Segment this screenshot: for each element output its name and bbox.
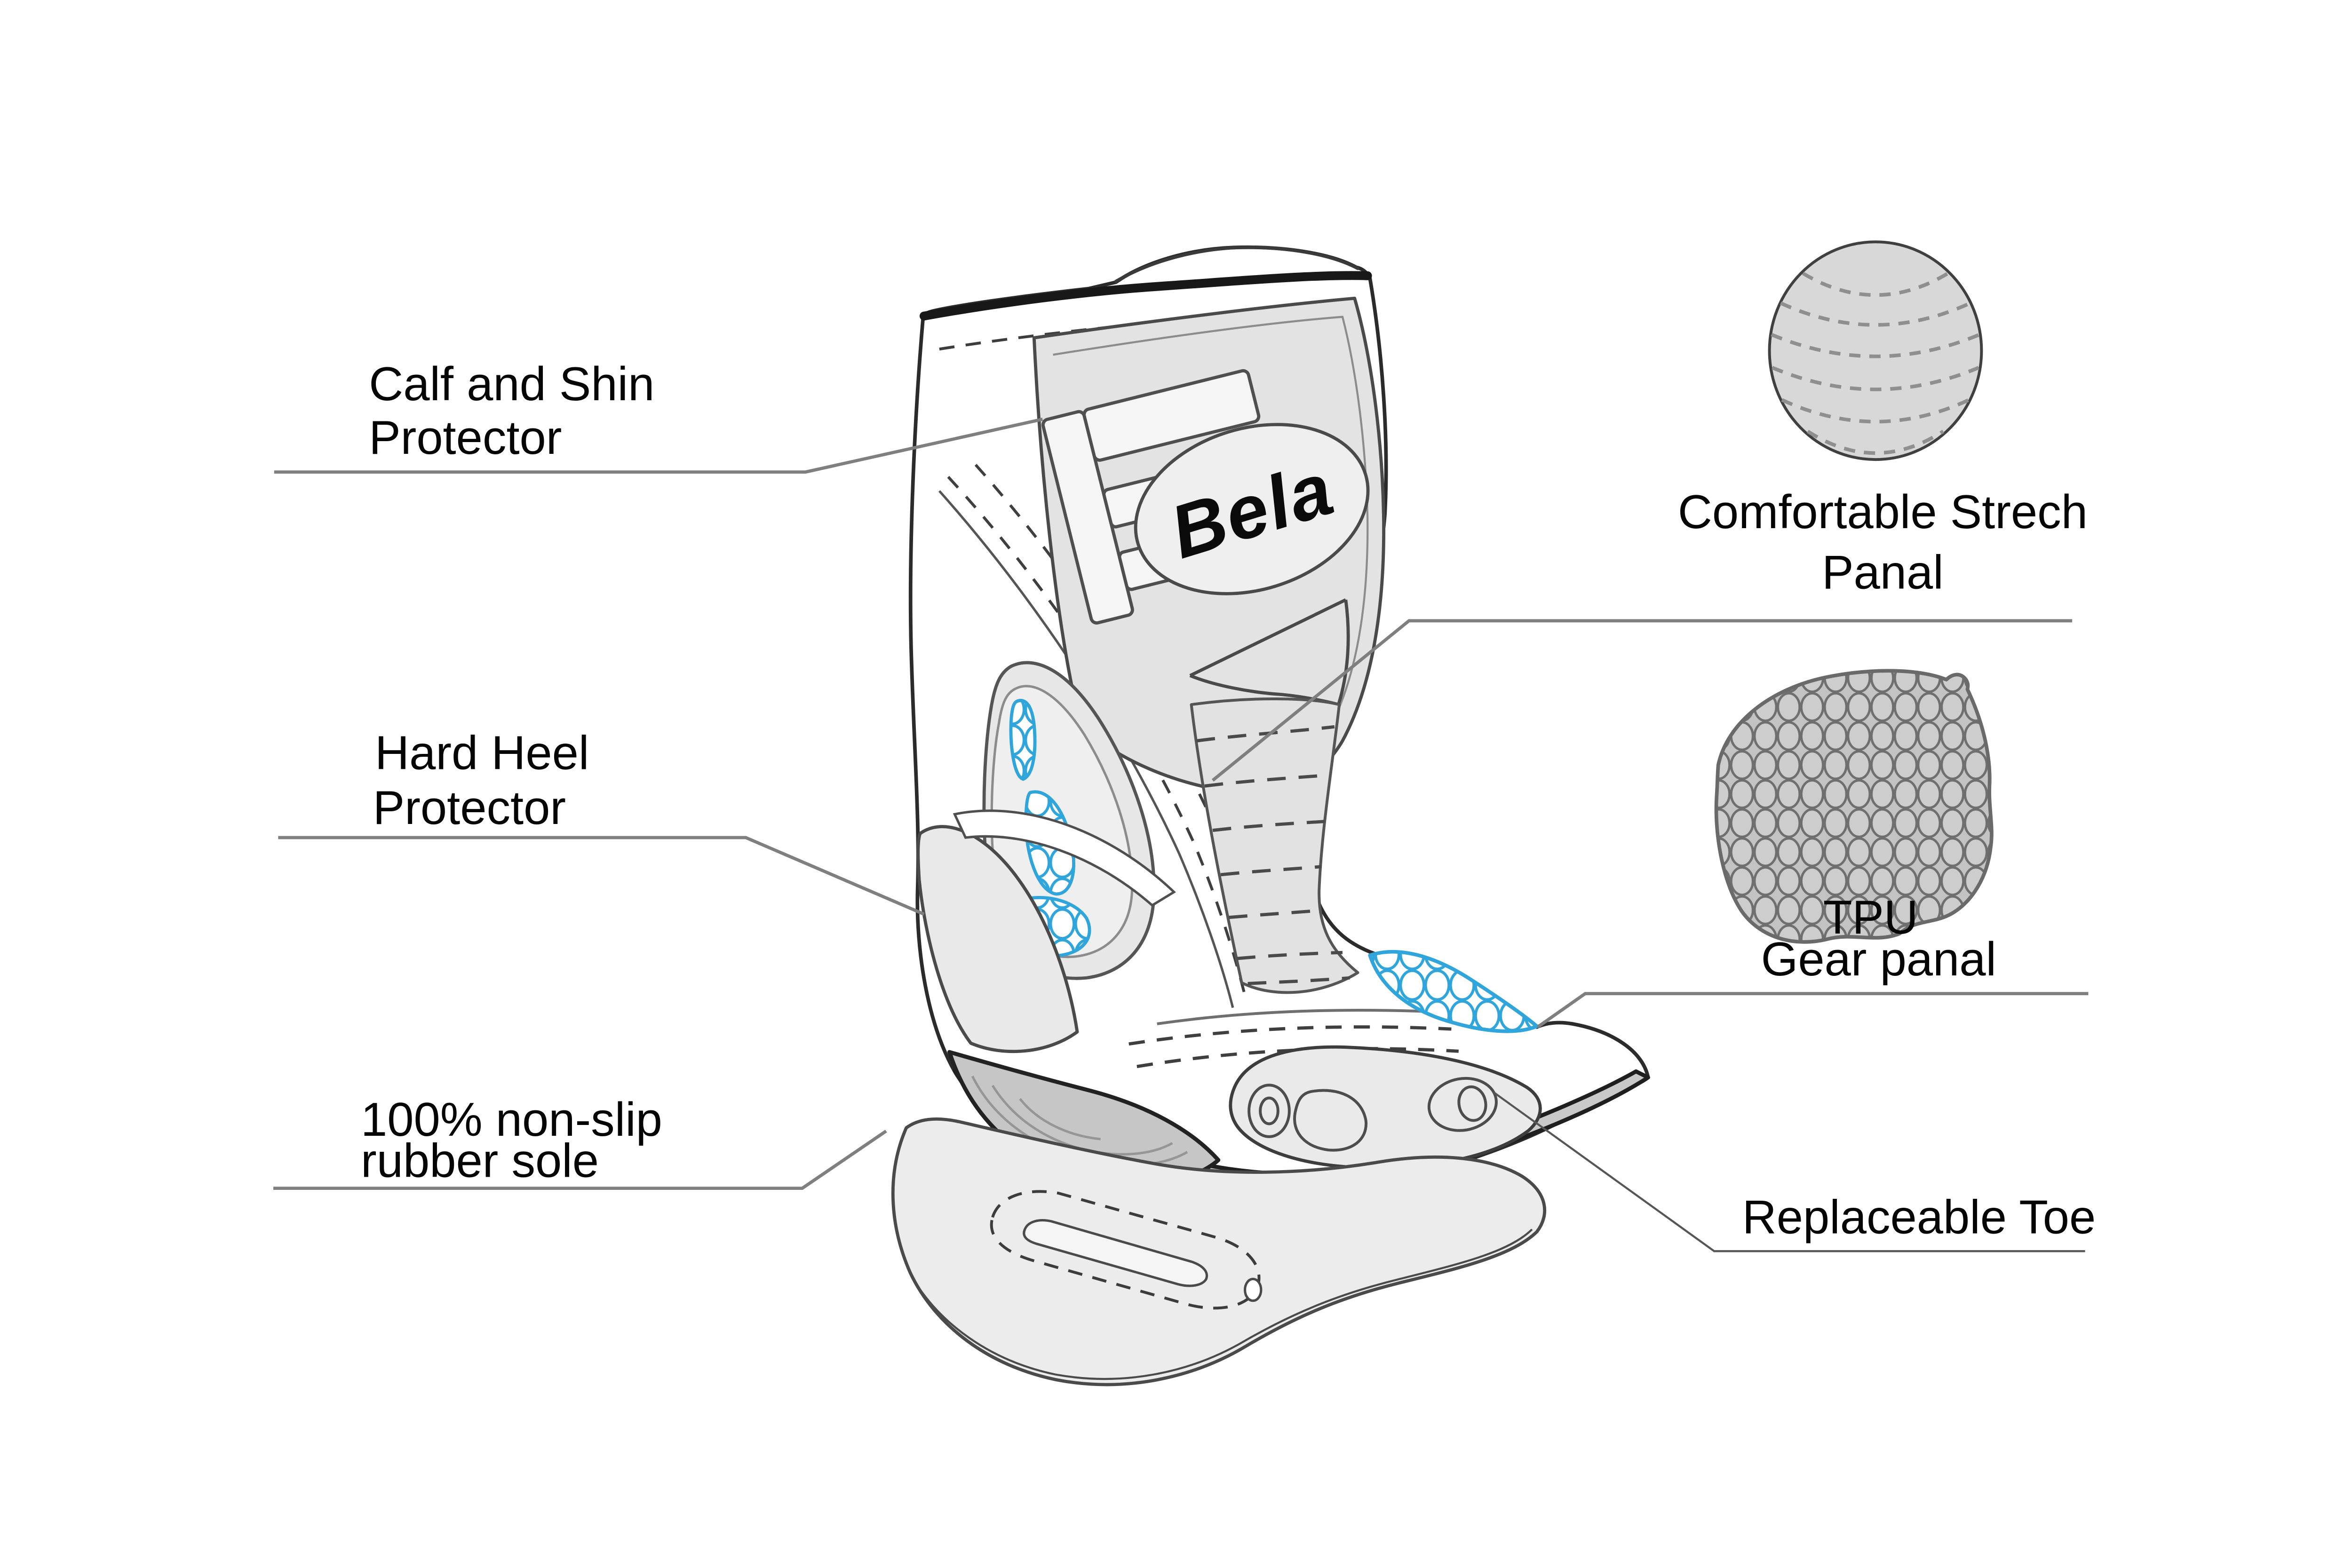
leader-sole <box>273 1130 887 1190</box>
stretch-panel-swatch <box>1768 240 1983 461</box>
brand-logo-badge: Bela <box>1134 423 1370 595</box>
instep-seam-solid <box>1157 1009 1435 1025</box>
heel-white-wedge <box>953 809 1176 907</box>
outsole-slot <box>1023 1219 1208 1287</box>
toe-gear-panel-blue <box>1368 950 1539 1033</box>
boot-illustration: Bela <box>908 245 1650 1210</box>
label-heel-line2: Protector <box>373 781 566 834</box>
label-calf-line2: Protector <box>369 411 562 464</box>
outsole-body <box>891 1117 1547 1386</box>
leader-stretch <box>1211 619 2073 782</box>
label-sole-line2: rubber sole <box>361 1134 599 1188</box>
heel-protector-cup <box>916 825 1079 1053</box>
cuff-rear-flap <box>1114 245 1359 283</box>
label-stretch-line1: Comfortable Strech <box>1678 485 2088 539</box>
label-heel-line1: Hard Heel <box>375 726 589 779</box>
label-sole-line1: 100% non-slip <box>361 1093 662 1146</box>
leader-gear <box>1536 992 2089 1029</box>
back-seam-stitch-1 <box>947 475 1248 999</box>
flex-accordion-panel <box>1190 697 1359 994</box>
toe-slider-bolts <box>1248 1077 1498 1152</box>
shin-plate-inner-line <box>1053 316 1369 729</box>
feature-labels: Calf and Shin Protector Hard Heel Protec… <box>361 357 2096 1244</box>
label-tpu-line2: Gear panal <box>1761 933 1996 986</box>
leader-lines <box>273 418 2089 1252</box>
outsole-thickness-line <box>911 1228 1533 1380</box>
leader-heel <box>278 836 925 916</box>
leader-toe <box>1493 1091 2085 1252</box>
outsole-piece <box>891 1117 1547 1386</box>
outsole-hole <box>1243 1277 1263 1302</box>
label-stretch-line2: Panal <box>1822 546 1944 599</box>
label-toe-line1: Replaceable Toe <box>1742 1191 2096 1244</box>
tpu-gear-panel-swatch <box>1714 669 1994 944</box>
label-calf-line1: Calf and Shin <box>369 357 654 411</box>
cuff-top-edge <box>919 271 1372 321</box>
leader-calf <box>274 418 1043 474</box>
accordion-fold-lines <box>1196 725 1350 985</box>
label-tpu-line1: TPU <box>1823 891 1918 944</box>
back-strap-edge <box>938 490 1234 1008</box>
